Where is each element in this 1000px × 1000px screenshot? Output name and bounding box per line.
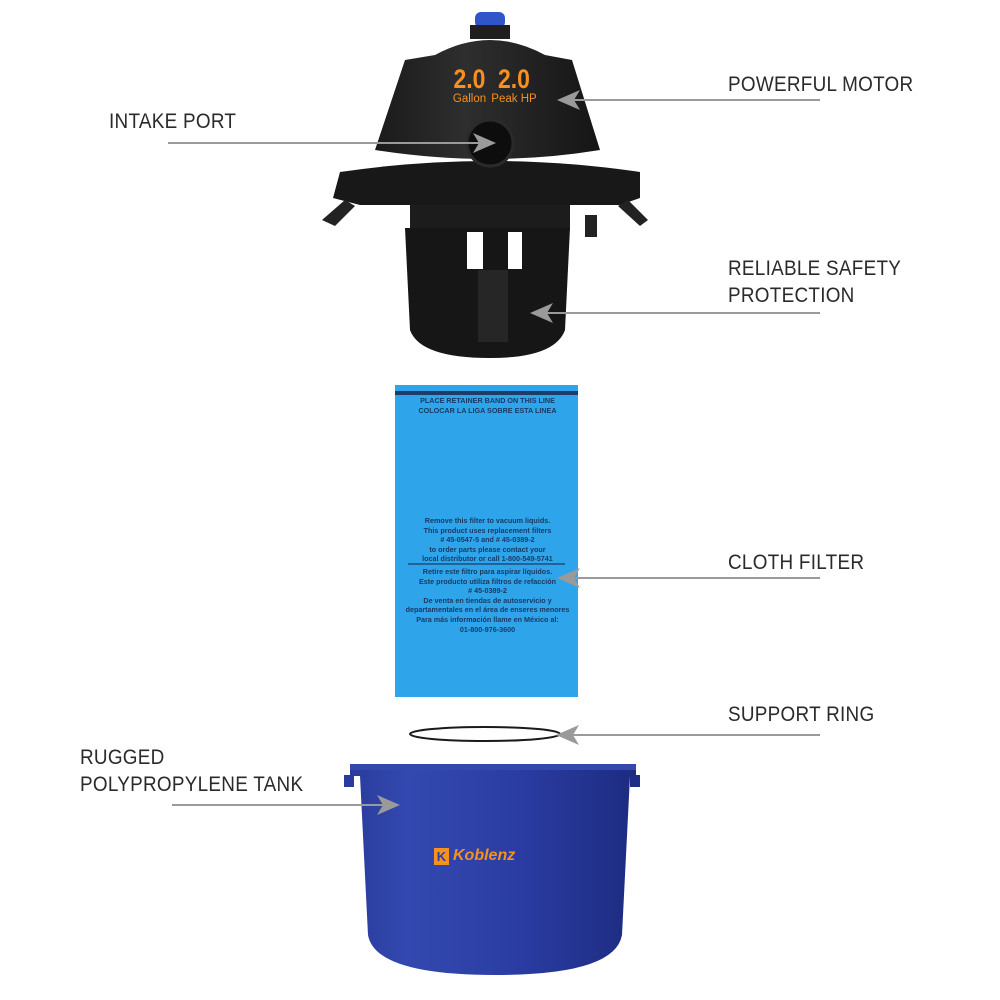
koblenz-logo: K Koblenz bbox=[434, 847, 515, 865]
arrow-cloth-filter bbox=[557, 568, 820, 588]
filter-english-text: Remove this filter to vacuum liquids. Th… bbox=[397, 516, 578, 564]
label-cloth-filter: CLOTH FILTER bbox=[728, 551, 865, 574]
polypropylene-tank bbox=[344, 764, 640, 975]
label-safety-protection: RELIABLE SAFETY PROTECTION bbox=[728, 255, 901, 309]
filter-band-text: PLACE RETAINER BAND ON THIS LINE COLOCAR… bbox=[397, 396, 578, 415]
label-powerful-motor: POWERFUL MOTOR bbox=[728, 73, 914, 96]
filter-en-line: Remove this filter to vacuum liquids. bbox=[424, 516, 551, 525]
arrow-powerful-motor bbox=[557, 90, 820, 110]
support-ring bbox=[409, 726, 561, 742]
filter-band-es: COLOCAR LA LIGA SOBRE ESTA LINEA bbox=[418, 405, 557, 415]
motor-head bbox=[322, 12, 648, 358]
koblenz-logo-mark: K bbox=[434, 847, 449, 865]
arrow-support-ring bbox=[556, 725, 820, 745]
power-spec: 2.0 Peak HP bbox=[490, 64, 538, 106]
label-tank-line2: POLYPROPYLENE TANK bbox=[80, 773, 304, 796]
arrow-intake-port bbox=[168, 133, 496, 153]
power-knob bbox=[475, 12, 505, 28]
filter-es-line: Este producto utiliza filtros de refacci… bbox=[419, 576, 556, 586]
filter-spanish-text: Retire este filtro para aspirar líquidos… bbox=[397, 567, 578, 634]
label-safety-line1: RELIABLE SAFETY bbox=[728, 257, 902, 280]
cloth-filter bbox=[395, 385, 578, 697]
filter-es-line: Retire este filtro para aspirar líquidos… bbox=[422, 567, 553, 576]
filter-es-line: # 45-0389-2 bbox=[468, 586, 507, 596]
capacity-unit: Gallon bbox=[452, 93, 487, 105]
label-tank-line1: RUGGED bbox=[80, 746, 165, 769]
koblenz-logo-text: Koblenz bbox=[453, 847, 516, 864]
arrow-tank bbox=[172, 795, 400, 815]
filter-en-line: This product uses replacement filters bbox=[423, 525, 552, 535]
motor-flange bbox=[333, 161, 640, 205]
label-support-ring: SUPPORT RING bbox=[728, 703, 875, 726]
power-unit: Peak HP bbox=[491, 93, 537, 105]
label-intake-port: INTAKE PORT bbox=[109, 110, 237, 133]
filter-es-line: Para más información llame en México al: bbox=[416, 614, 559, 624]
power-value: 2.0 bbox=[498, 64, 530, 94]
capacity-value: 2.0 bbox=[453, 64, 486, 94]
filter-en-line: # 45-0547-5 and # 45-0389-2 bbox=[440, 535, 535, 545]
label-safety-line2: PROTECTION bbox=[728, 284, 855, 307]
filter-band-en: PLACE RETAINER BAND ON THIS LINE bbox=[420, 396, 555, 405]
filter-en-line: to order parts please contact your bbox=[429, 544, 546, 554]
label-tank: RUGGED POLYPROPYLENE TANK bbox=[80, 744, 303, 798]
filter-es-line: 01-800-976-3600 bbox=[459, 624, 516, 634]
filter-es-line: departamentales en el área de enseres me… bbox=[405, 605, 570, 615]
capacity-spec: 2.0 Gallon bbox=[447, 64, 492, 106]
arrow-safety-protection bbox=[530, 303, 820, 323]
filter-en-line: local distributor or call 1-800-549-5741 bbox=[422, 554, 553, 564]
filter-es-line: De venta en tiendas de autoservicio y bbox=[423, 595, 552, 605]
